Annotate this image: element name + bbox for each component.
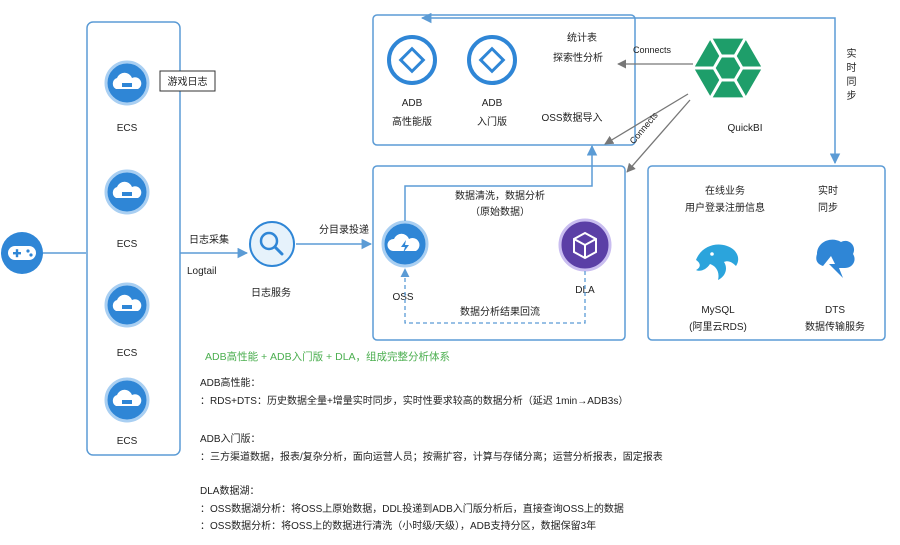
sync-title: 实时 (818, 184, 838, 197)
dts-name: DTS (825, 305, 845, 316)
server-label: ECS (117, 436, 138, 447)
adb-perf-note: ：RDS+DTS：历史数据全量+增量实时同步，实时性要求较高的数据分析（延迟 1… (200, 394, 628, 407)
report-sublabel: 探索性分析 (553, 51, 603, 64)
game-log-tag-label: 游戏日志 (168, 75, 208, 88)
dla-label: DLA (575, 285, 595, 296)
diamond-icon (387, 35, 437, 85)
server-label: ECS (117, 123, 138, 134)
process-label: 数据清洗，数据分析 (455, 189, 545, 202)
online-subtitle: 用户登录注册信息 (685, 201, 765, 214)
oss-import-arrow (404, 144, 598, 221)
quickbi-hex-icon (694, 37, 762, 99)
deliver-label: 分目录投递 (319, 223, 369, 236)
oss-cloud-icon (381, 220, 429, 268)
collect-label: 日志采集 (189, 233, 229, 246)
oss-label: OSS (392, 292, 413, 303)
logtail-label: Logtail (187, 266, 216, 277)
sync-label: 实时同步 (844, 48, 855, 104)
adb-perf-note-title: ADB高性能： (200, 376, 261, 389)
dla-note-title: DLA数据湖： (200, 484, 259, 497)
oss-import-label: OSS数据导入 (541, 111, 602, 124)
diamond-icon (467, 35, 517, 85)
mysql-sub: (阿里云RDS) (689, 321, 747, 333)
server-label: ECS (117, 239, 138, 250)
cloud-server-icon (104, 60, 150, 106)
game-log-tag: 游戏日志 (159, 70, 216, 92)
dla-note-line1: ：OSS数据湖分析：将OSS上原始数据，DDL投递到ADB入门版分析后，直接查询… (200, 502, 624, 515)
adb-basic-edition: 入门版 (477, 115, 507, 128)
dts-transfer-icon (816, 239, 855, 278)
magnifier-icon (249, 221, 295, 267)
adb-perf-name: ADB (402, 98, 423, 109)
cube-icon (558, 218, 612, 272)
online-title: 在线业务 (705, 184, 745, 197)
summary-note: ADB高性能 + ADB入门版 + DLA，组成完整分析体系 (205, 350, 450, 363)
online-business-box (647, 165, 886, 341)
adb-basic-name: ADB (482, 98, 503, 109)
process-sublabel: （原始数据） (470, 205, 530, 218)
return-label: 数据分析结果回流 (460, 305, 540, 318)
sync-arrow (420, 12, 841, 165)
adb-perf-edition: 高性能版 (392, 115, 432, 128)
dla-note-line2: ：OSS数据分析：将OSS上的数据进行清洗（小时级/天级），ADB支持分区，数据… (200, 519, 596, 532)
server-label: ECS (117, 348, 138, 359)
dts-sub: 数据传输服务 (805, 320, 865, 333)
server-group-box (86, 21, 181, 456)
dolphin-icon (696, 244, 739, 280)
connect-label: Connects (633, 45, 672, 55)
log-service-label: 日志服务 (251, 286, 291, 299)
result-return-arrow (400, 268, 586, 324)
cloud-server-icon (104, 282, 150, 328)
cloud-server-icon (104, 169, 150, 215)
mysql-name: MySQL (701, 305, 735, 316)
sync-subtitle: 同步 (818, 202, 838, 214)
cloud-server-icon (104, 377, 150, 423)
quickbi-label: QuickBI (727, 123, 762, 134)
adb-basic-note: ：三方渠道数据，报表/复杂分析，面向运营人员；按需扩容，计算与存储分离；运营分析… (200, 450, 663, 463)
report-label: 统计表 (567, 31, 597, 44)
adb-basic-note-title: ADB入门版： (200, 432, 261, 445)
data-lake-box (372, 165, 626, 341)
gamepad-icon (1, 232, 43, 274)
